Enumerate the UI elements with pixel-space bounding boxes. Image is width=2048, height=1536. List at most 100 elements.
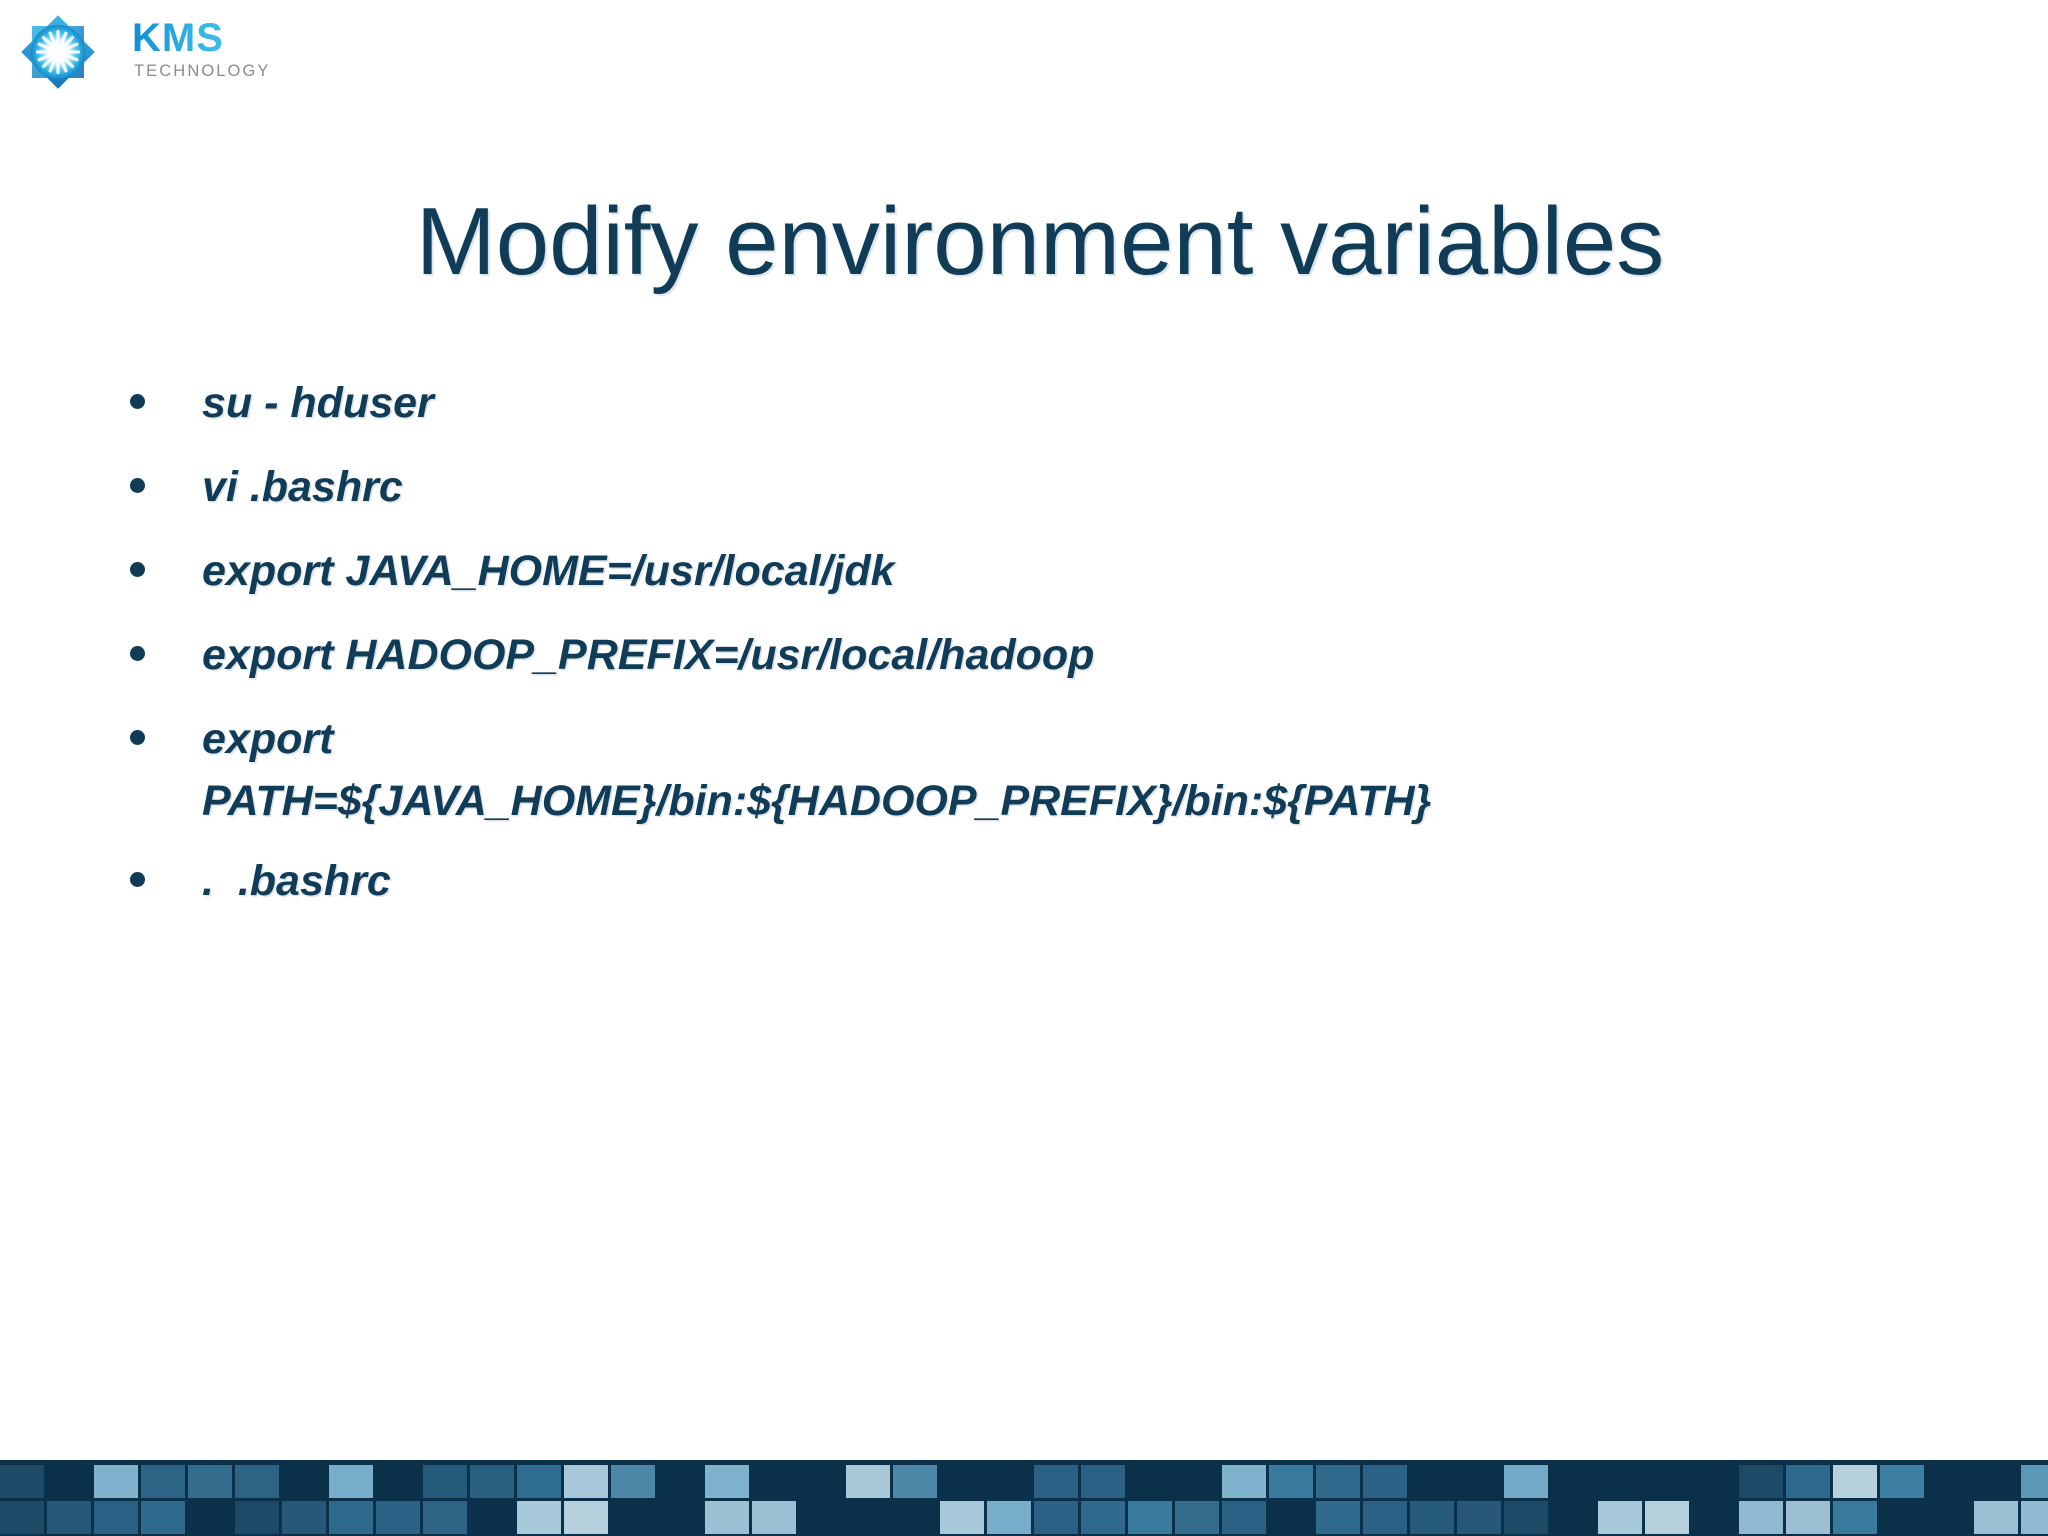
footer-tile	[564, 1501, 608, 1534]
footer-tile	[141, 1465, 185, 1498]
footer-tile	[1457, 1501, 1501, 1534]
footer-tile	[1034, 1465, 1078, 1498]
footer-tile	[1504, 1465, 1548, 1498]
footer-tile	[1880, 1501, 1924, 1534]
footer-tile	[846, 1465, 890, 1498]
footer-tile	[987, 1501, 1031, 1534]
footer-tile	[658, 1501, 702, 1534]
footer-tile	[423, 1501, 467, 1534]
footer-tile	[188, 1465, 232, 1498]
footer-tile	[752, 1501, 796, 1534]
footer-tile	[1786, 1501, 1830, 1534]
footer-tile	[1598, 1501, 1642, 1534]
bullet-dot-icon	[130, 562, 145, 577]
footer-tile	[1410, 1501, 1454, 1534]
footer-tile	[1598, 1465, 1642, 1498]
footer-tile	[1645, 1501, 1689, 1534]
footer-tile	[1175, 1501, 1219, 1534]
footer-tile-row-top	[0, 1465, 2048, 1498]
footer-tile	[1880, 1465, 1924, 1498]
bullet-dot-icon	[130, 478, 145, 493]
footer-tile	[1551, 1465, 1595, 1498]
bullet-dot-icon	[130, 646, 145, 661]
footer-tile	[1927, 1501, 1971, 1534]
footer-tile	[1457, 1465, 1501, 1498]
footer-tile	[0, 1501, 44, 1534]
footer-tile	[1645, 1465, 1689, 1498]
footer-tile	[329, 1501, 373, 1534]
footer-tile	[1081, 1501, 1125, 1534]
footer-tile	[0, 1465, 44, 1498]
footer-tile	[188, 1501, 232, 1534]
footer-tile	[2021, 1465, 2048, 1498]
footer-tile	[1692, 1465, 1736, 1498]
footer-tile	[47, 1465, 91, 1498]
footer-tile	[940, 1501, 984, 1534]
footer-tile	[141, 1501, 185, 1534]
footer-tile	[1363, 1501, 1407, 1534]
footer-tile	[47, 1501, 91, 1534]
footer-tile	[1222, 1465, 1266, 1498]
list-item: su - hduser	[120, 372, 1950, 434]
footer-tile	[2021, 1501, 2048, 1534]
page-title: Modify environment variables	[415, 188, 1665, 296]
footer-tile	[1833, 1465, 1877, 1498]
footer-tile	[1081, 1465, 1125, 1498]
kms-brand-text: KMS	[132, 18, 282, 58]
footer-tile	[893, 1465, 937, 1498]
footer-tile	[1128, 1465, 1172, 1498]
kms-logo: KMS TECHNOLOGY	[14, 6, 274, 96]
footer-tile	[1927, 1465, 1971, 1498]
footer-tile	[611, 1501, 655, 1534]
footer-tile	[282, 1465, 326, 1498]
footer-tile	[1222, 1501, 1266, 1534]
footer-tile	[987, 1465, 1031, 1498]
kms-tagline-text: TECHNOLOGY	[134, 62, 271, 80]
bullet-text: . .bashrc	[202, 857, 391, 905]
footer-tile	[1551, 1501, 1595, 1534]
bullet-dot-icon	[130, 394, 145, 409]
footer-tile	[1175, 1465, 1219, 1498]
footer-tile	[235, 1465, 279, 1498]
footer-tile	[94, 1465, 138, 1498]
footer-tile	[658, 1465, 702, 1498]
footer-tile	[705, 1465, 749, 1498]
footer-tile	[1786, 1465, 1830, 1498]
list-item: export JAVA_HOME=/usr/local/jdk	[120, 540, 1950, 602]
footer-tile	[517, 1465, 561, 1498]
bullet-text: export JAVA_HOME=/usr/local/jdk	[202, 547, 895, 595]
footer-tile	[611, 1465, 655, 1498]
footer-tile	[846, 1501, 890, 1534]
footer-tile	[1974, 1501, 2018, 1534]
footer-tile	[470, 1465, 514, 1498]
list-item: export HADOOP_PREFIX=/usr/local/hadoop	[120, 624, 1950, 686]
kms-wordmark: KMS TECHNOLOGY	[132, 18, 282, 88]
bullet-dot-icon	[130, 872, 145, 887]
footer-tile	[1974, 1465, 2018, 1498]
footer-tile	[1504, 1501, 1548, 1534]
footer-tile	[799, 1501, 843, 1534]
bullet-text: vi .bashrc	[202, 463, 403, 511]
footer-tile	[1316, 1501, 1360, 1534]
footer-tile	[376, 1465, 420, 1498]
footer-tile	[1833, 1501, 1877, 1534]
footer-tile	[940, 1465, 984, 1498]
list-item: vi .bashrc	[120, 456, 1950, 518]
footer-tile	[1739, 1465, 1783, 1498]
footer-tile-row-bottom	[0, 1501, 2048, 1534]
footer-tile	[1739, 1501, 1783, 1534]
bullet-list: su - hduser vi .bashrc export JAVA_HOME=…	[120, 372, 1950, 912]
footer-tile	[423, 1465, 467, 1498]
footer-tile	[282, 1501, 326, 1534]
footer-tile	[329, 1465, 373, 1498]
footer-tile	[1316, 1465, 1360, 1498]
footer-tile	[799, 1465, 843, 1498]
footer-tile	[470, 1501, 514, 1534]
footer-tile	[1269, 1465, 1313, 1498]
kms-starburst-icon	[14, 8, 102, 96]
footer-tile	[376, 1501, 420, 1534]
footer-tile	[1363, 1465, 1407, 1498]
